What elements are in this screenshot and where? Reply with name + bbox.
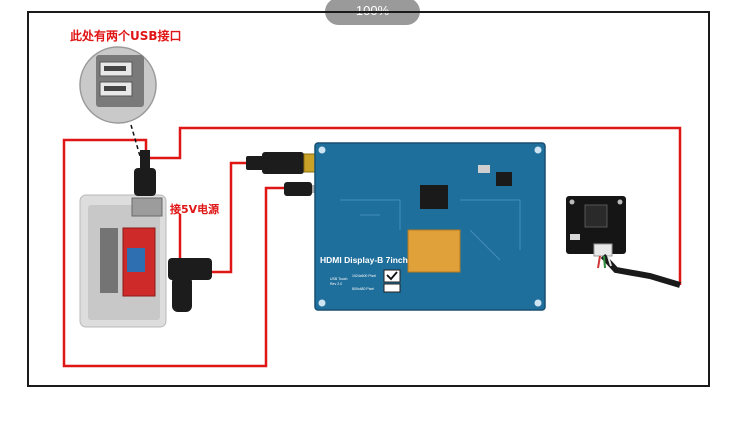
hdmi-plug xyxy=(262,152,304,174)
usb-indicator-dashed-line xyxy=(130,124,145,171)
main-chip xyxy=(420,185,448,209)
display-title: HDMI Display-B 7inch xyxy=(320,255,408,265)
power-label: 接5V电源 xyxy=(170,203,220,216)
usb-ports-block xyxy=(131,197,163,217)
display-board-text-3: Rev 2.0 xyxy=(330,282,342,286)
power-cable-plug xyxy=(168,258,212,280)
module-connector xyxy=(593,243,613,257)
display-board-text-4: 800x480 Pixel xyxy=(352,287,374,291)
module-cable xyxy=(600,253,681,288)
raspberry-pi-board xyxy=(79,150,212,328)
relay-blue-block xyxy=(127,248,145,272)
ribbon-connector xyxy=(407,229,461,273)
usb-cable-plug xyxy=(134,168,156,196)
display-connectors xyxy=(246,152,325,196)
display-board-text-2: USB Touch xyxy=(330,277,347,281)
wire-outer-loop xyxy=(62,138,292,368)
checkbox-icon xyxy=(383,269,401,283)
usb-port-label: 此处有两个USB接口 xyxy=(70,29,182,43)
display-board-text-1: 1024x600 Pixel xyxy=(352,274,376,278)
micro-usb-plug xyxy=(284,182,312,196)
touch-controller-module xyxy=(566,196,681,288)
wire-top-loop xyxy=(146,126,682,285)
wire-hdmi xyxy=(211,161,262,274)
diagram-frame xyxy=(27,11,710,387)
usb-zoom-inset xyxy=(79,46,157,124)
hdmi-display-board: HDMI Display-B 7inch 1024x600 Pixel USB … xyxy=(314,142,546,311)
